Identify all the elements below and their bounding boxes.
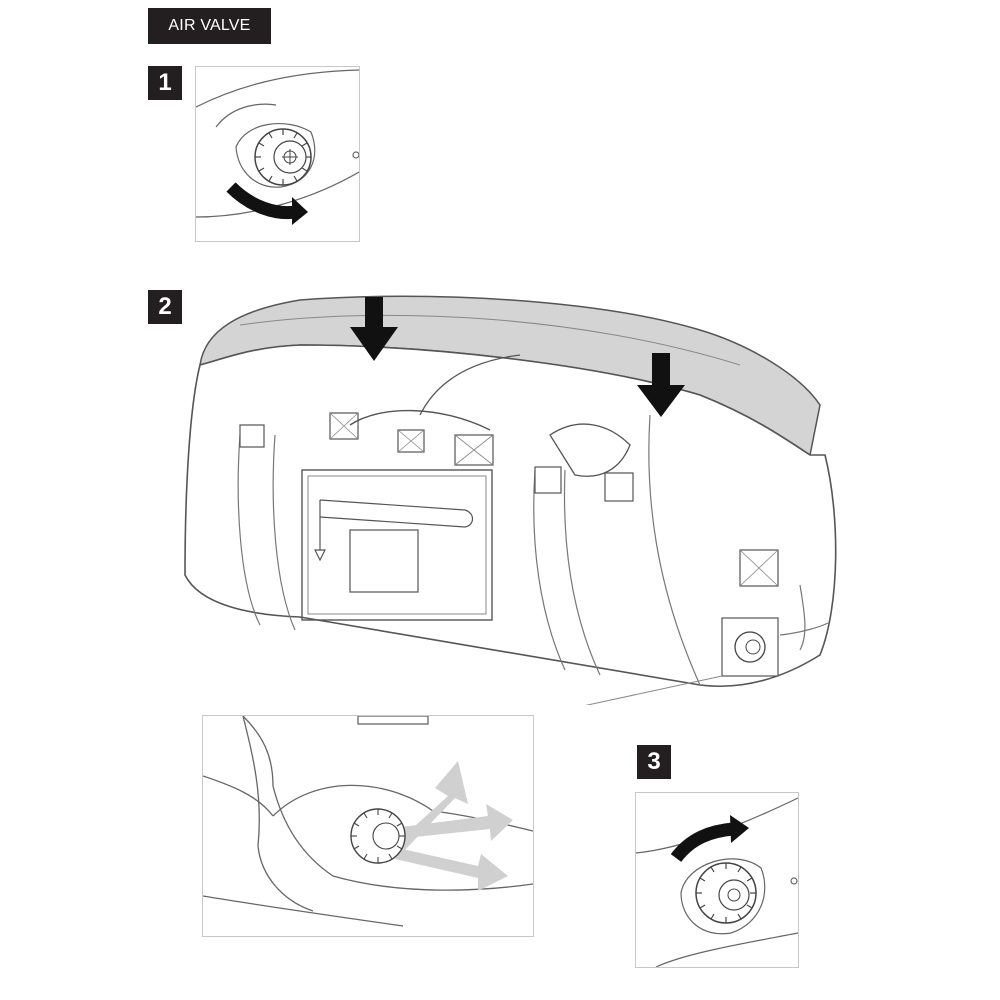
step-number-1: 1 xyxy=(148,66,182,100)
step-number-3: 3 xyxy=(637,745,671,779)
step-number-2: 2 xyxy=(148,290,182,324)
valve-knob-icon xyxy=(695,862,757,924)
step-1-illustration xyxy=(195,66,360,242)
down-arrow-icon xyxy=(350,297,398,361)
duffel-bag-illustration xyxy=(180,285,840,705)
valve-knob-icon xyxy=(350,808,406,864)
valve-zoom-illustration xyxy=(202,715,534,937)
step-3-illustration xyxy=(635,792,799,968)
curved-arrow-clockwise-icon xyxy=(226,182,308,225)
curved-arrow-over-icon xyxy=(670,815,749,863)
valve-knob-icon xyxy=(254,128,312,186)
down-arrow-icon xyxy=(637,353,685,417)
air-flow-arrows-icon xyxy=(393,761,513,891)
section-title: AIR VALVE xyxy=(148,8,271,44)
